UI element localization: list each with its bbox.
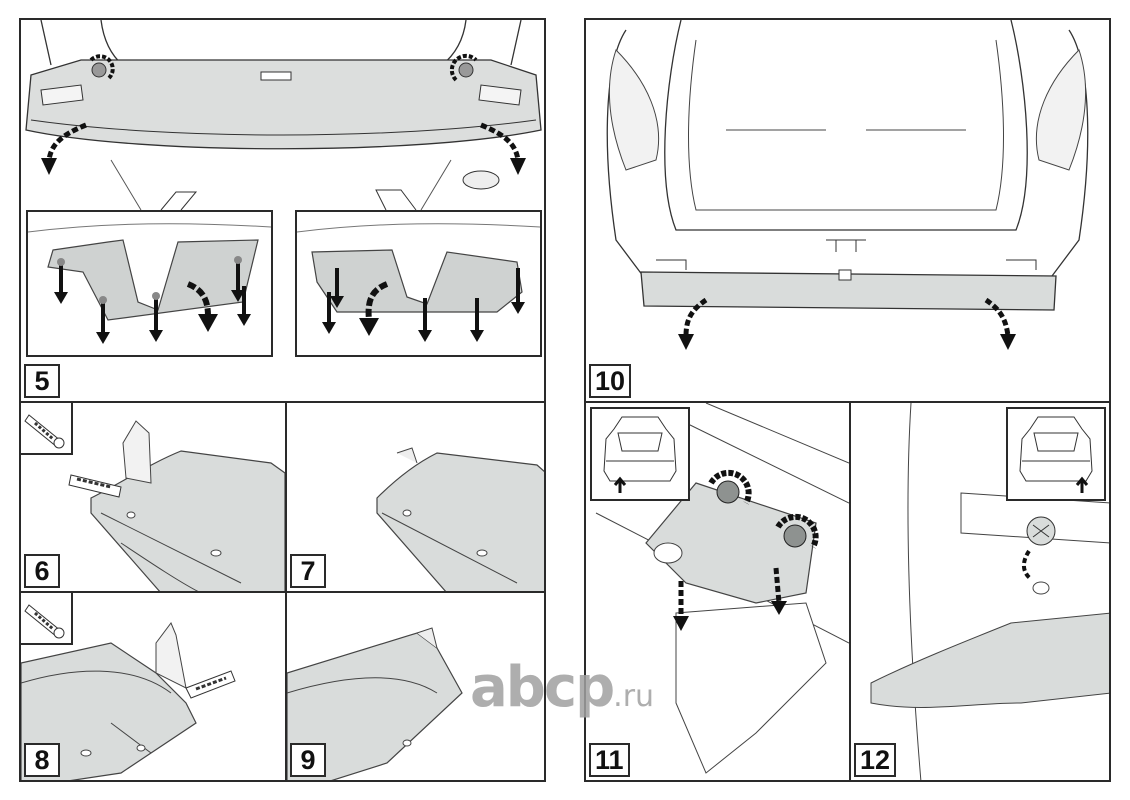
detail-inset-right-bracket	[295, 210, 542, 357]
utility-knife-icon	[24, 604, 65, 639]
rotate-arrow-icon	[89, 54, 115, 80]
step-10-panel: 10	[586, 20, 1109, 401]
arrow-down-icon	[984, 297, 1016, 350]
utility-knife-tool-inset	[21, 593, 73, 645]
rotate-arrow-icon	[775, 513, 819, 549]
step-number: 12	[854, 743, 897, 777]
step-number: 10	[589, 364, 632, 398]
step-number: 5	[24, 364, 60, 398]
detail-inset-left-bracket	[26, 210, 273, 357]
step-5-panel: 5	[21, 20, 544, 401]
rotate-arrow-icon	[449, 53, 478, 82]
utility-knife-tool-inset	[21, 403, 73, 455]
bracket-bolts-illustration	[595, 403, 849, 774]
step-6-panel: 6	[21, 401, 285, 591]
underbody-panel-trimmed-2-illustration	[287, 627, 463, 780]
underbody-panel-trimmed-illustration	[376, 447, 544, 591]
bumper-removal-illustration	[25, 20, 542, 211]
step-11-panel: 11	[586, 401, 849, 780]
bumper-reinforcement-illustration	[606, 20, 1089, 350]
step-number: 6	[24, 554, 60, 588]
arrow-down-icon	[673, 581, 689, 631]
car-rear-view-icon	[603, 416, 677, 493]
step-12-panel: 12	[849, 401, 1109, 780]
step-number: 11	[589, 743, 630, 777]
utility-knife-icon	[24, 414, 65, 449]
arrow-down-icon	[1022, 549, 1033, 581]
exhaust-hanger-illustration	[870, 403, 1109, 780]
arrow-down-icon	[678, 297, 708, 350]
step-number: 9	[290, 743, 326, 777]
arrow-down-icon	[480, 122, 526, 175]
step-7-panel: 7	[285, 401, 544, 591]
arrow-down-icon	[41, 122, 87, 175]
car-rear-locator-inset	[1006, 407, 1106, 501]
step-9-panel: 9	[285, 591, 544, 780]
utility-knife-icon	[185, 670, 236, 699]
step-number: 8	[24, 743, 60, 777]
step-number: 7	[290, 554, 326, 588]
step-8-panel: 8	[21, 591, 285, 780]
underbody-panel-cut-illustration	[68, 420, 285, 591]
right-instruction-sheet: 10 11	[584, 18, 1111, 782]
car-rear-view-icon	[1019, 416, 1093, 493]
car-rear-locator-inset	[590, 407, 690, 501]
left-instruction-sheet: 5 6	[19, 18, 546, 782]
rotate-arrow-icon	[708, 469, 752, 505]
arrow-down-icon	[771, 567, 787, 615]
utility-knife-icon	[68, 474, 122, 498]
underbody-panel-cut-2-illustration	[21, 622, 236, 780]
